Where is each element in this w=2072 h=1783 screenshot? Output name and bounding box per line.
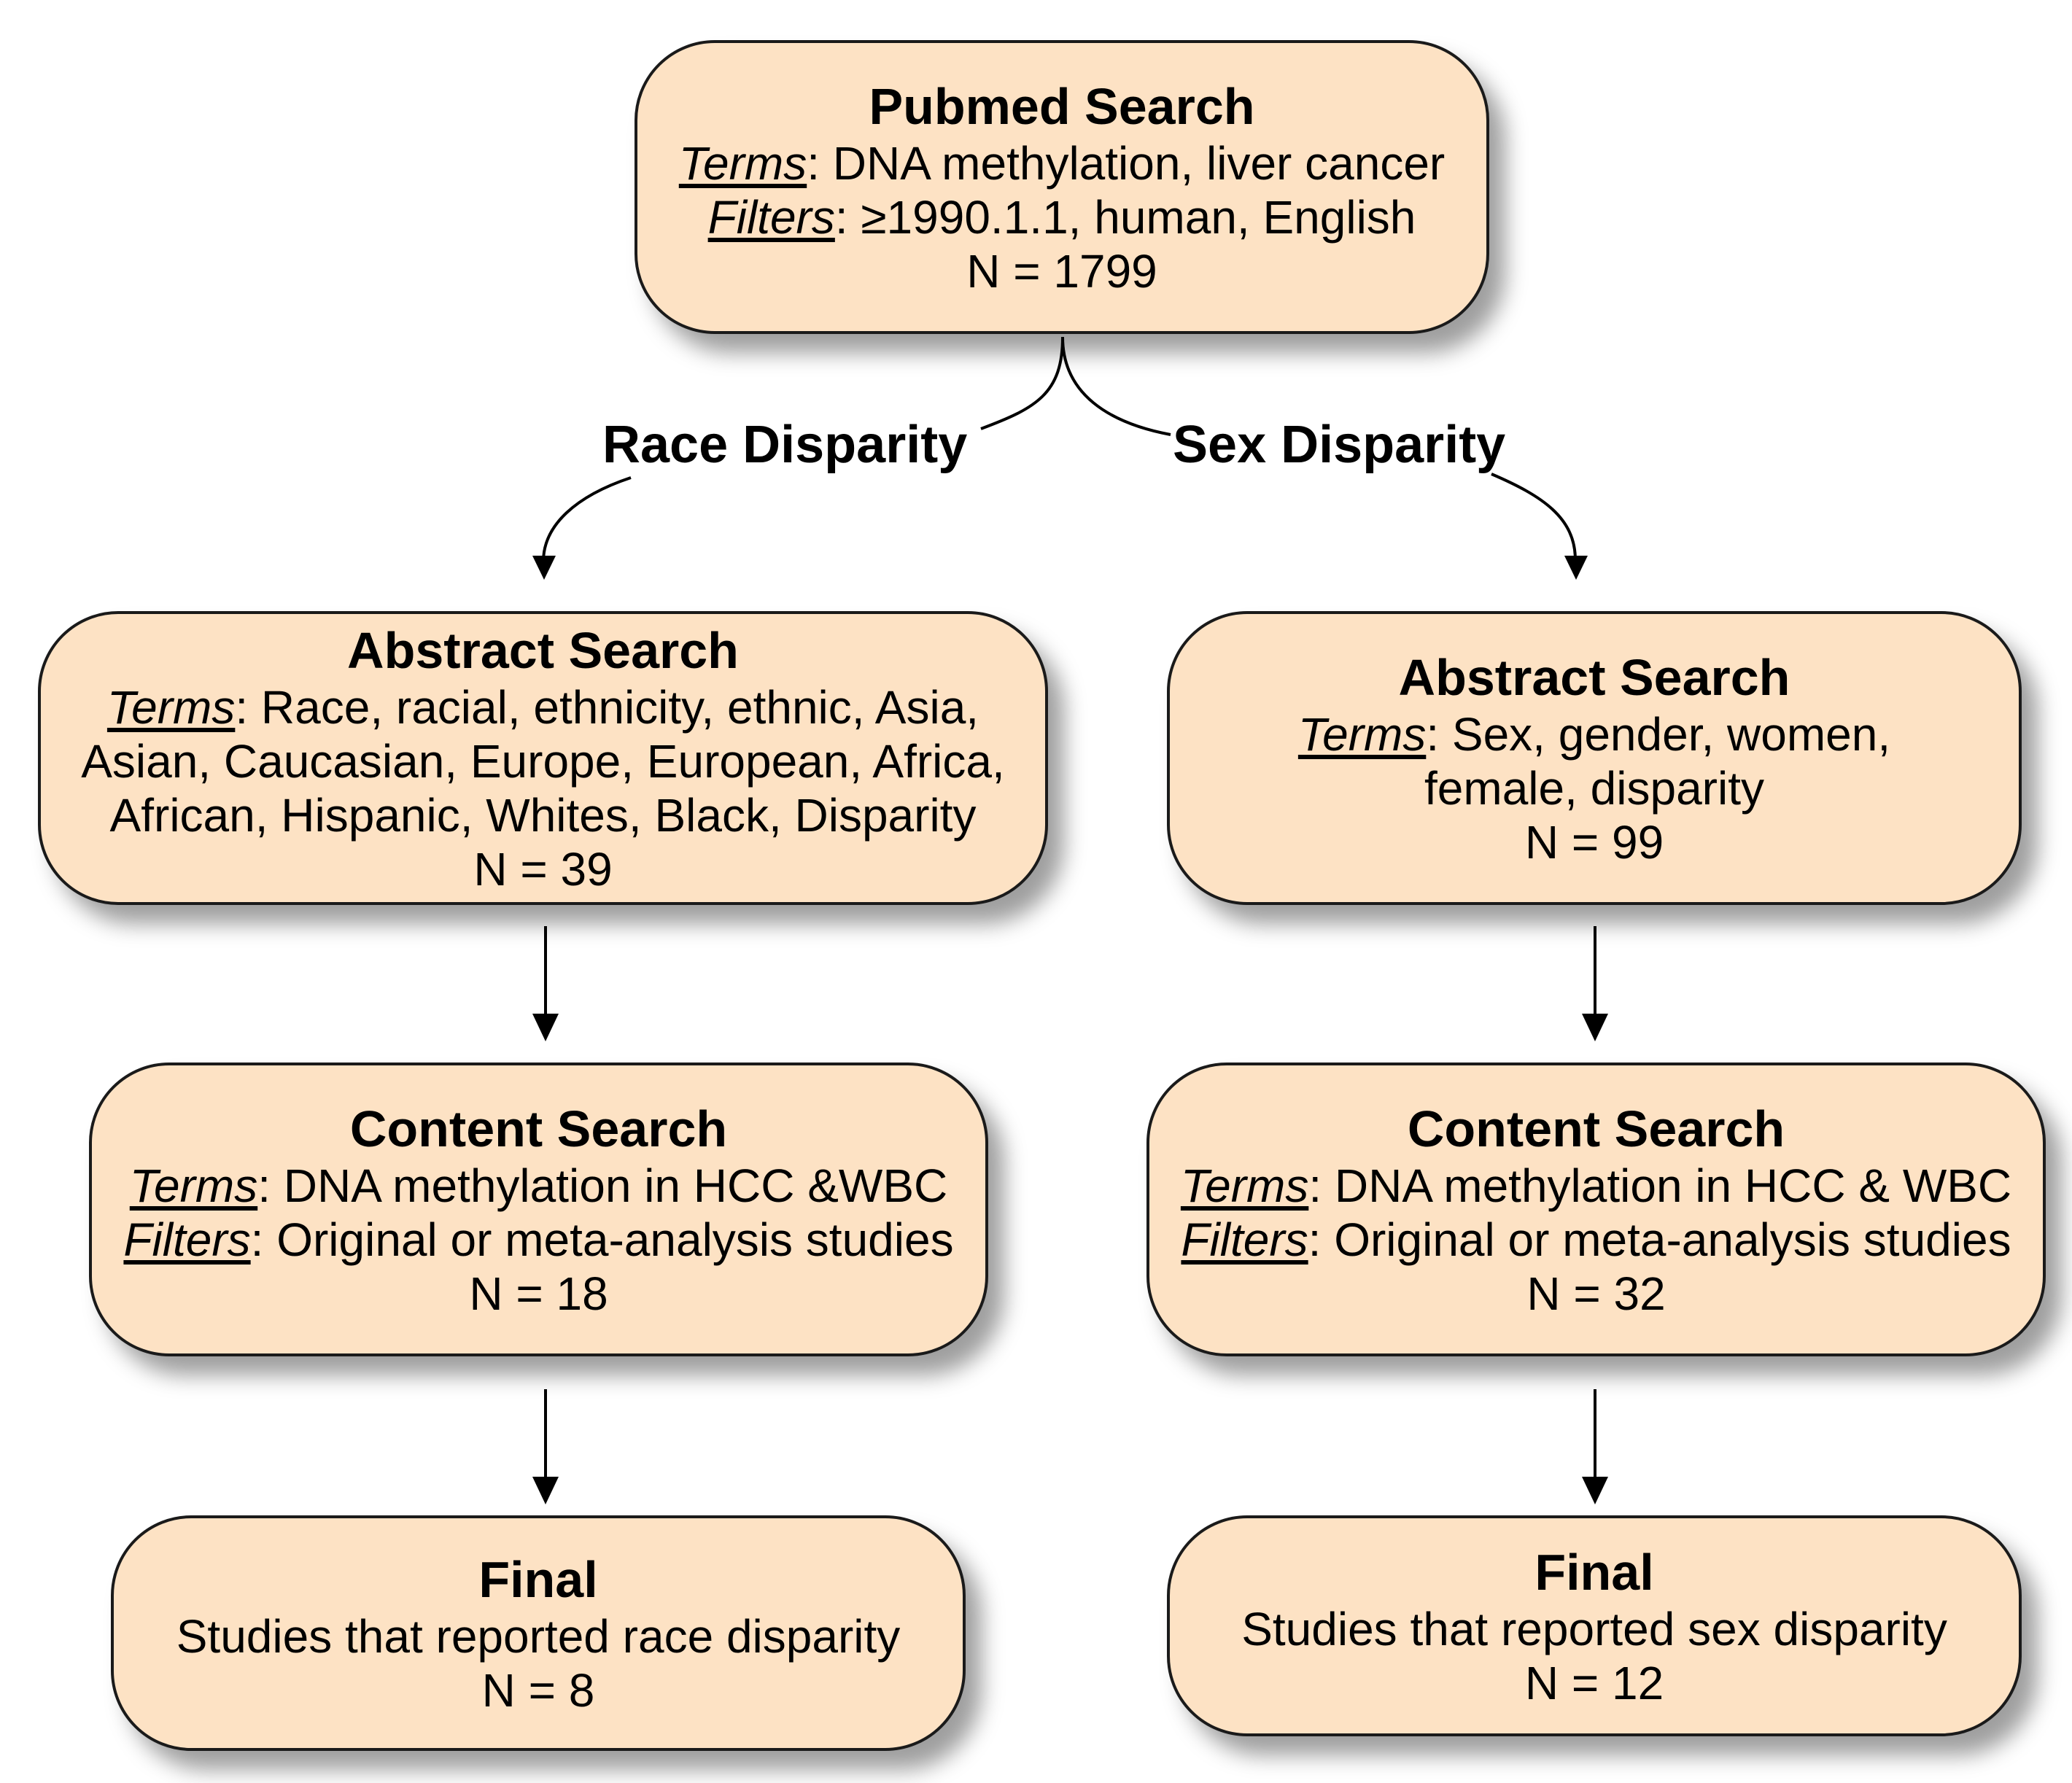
sex-abstract-terms-key: Terms: [1297, 707, 1427, 761]
race-final-description: Studies that reported race disparity: [176, 1609, 901, 1663]
race-content-search-box: Content Search Terms: DNA methylation in…: [89, 1063, 988, 1356]
connector-split-right: [1061, 336, 1171, 436]
pubmed-terms-value: : DNA methylation, liver cancer: [807, 136, 1446, 190]
sex-abstract-terms-line1: Terms: Sex, gender, women,: [1298, 707, 1890, 761]
arrowhead-sex-abstract: [1564, 556, 1588, 580]
race-content-filters-key: Filters: [123, 1213, 251, 1266]
race-content-filters-line: Filters: Original or meta-analysis studi…: [123, 1213, 953, 1267]
race-content-title: Content Search: [349, 1100, 728, 1157]
race-abstract-terms-line1: Terms: Race, racial, ethnicity, ethnic, …: [107, 680, 979, 734]
sex-content-filters-line: Filters: Original or meta-analysis studi…: [1181, 1213, 2011, 1267]
race-content-filters-value: : Original or meta-analysis studies: [250, 1213, 954, 1266]
sex-content-search-box: Content Search Terms: DNA methylation in…: [1146, 1063, 2046, 1356]
pubmed-search-box: Pubmed Search Terms: DNA methylation, li…: [635, 40, 1489, 334]
sex-abstract-title: Abstract Search: [1398, 648, 1790, 706]
arrowhead-sex-final: [1582, 1477, 1608, 1504]
race-content-count: N = 18: [469, 1267, 608, 1320]
race-abstract-terms-value1: : Race, racial, ethnicity, ethnic, Asia,: [235, 680, 979, 734]
sex-content-terms-key: Terms: [1180, 1159, 1309, 1212]
sex-content-terms-line: Terms: DNA methylation in HCC & WBC: [1181, 1159, 2011, 1213]
sex-abstract-terms-line2: female, disparity: [1424, 761, 1764, 815]
sex-content-title: Content Search: [1407, 1100, 1785, 1157]
race-final-title: Final: [478, 1550, 598, 1608]
pubmed-filters-key: Filters: [707, 190, 835, 244]
arrowhead-race-final: [532, 1477, 559, 1504]
sex-final-box: Final Studies that reported sex disparit…: [1167, 1515, 2022, 1736]
race-abstract-count: N = 39: [473, 842, 613, 896]
sex-final-count: N = 12: [1524, 1656, 1664, 1709]
race-final-count: N = 8: [481, 1663, 595, 1717]
sex-final-title: Final: [1534, 1543, 1654, 1601]
arrowhead-sex-content: [1582, 1014, 1608, 1041]
pubmed-filters-line: Filters: ≥1990.1.1, human, English: [708, 190, 1416, 244]
race-abstract-title: Abstract Search: [347, 621, 739, 679]
sex-content-filters-key: Filters: [1181, 1213, 1308, 1266]
pubmed-terms-line: Terms: DNA methylation, liver cancer: [679, 136, 1445, 190]
pubmed-filters-value: : ≥1990.1.1, human, English: [834, 190, 1416, 244]
race-abstract-search-box: Abstract Search Terms: Race, racial, eth…: [38, 611, 1048, 905]
race-final-box: Final Studies that reported race dispari…: [111, 1515, 966, 1751]
race-abstract-terms-line2: Asian, Caucasian, Europe, European, Afri…: [81, 734, 1005, 788]
sex-final-description: Studies that reported sex disparity: [1241, 1602, 1947, 1655]
connector-split-left: [980, 336, 1064, 430]
race-content-terms-value: : DNA methylation in HCC &WBC: [257, 1159, 948, 1212]
sex-content-filters-value: : Original or meta-analysis studies: [1308, 1213, 2011, 1266]
pubmed-count: N = 1799: [966, 244, 1157, 298]
sex-content-terms-value: : DNA methylation in HCC & WBC: [1308, 1159, 2012, 1212]
connector-race-curve: [542, 476, 632, 562]
race-abstract-terms-line3: African, Hispanic, Whites, Black, Dispar…: [109, 788, 977, 842]
sex-abstract-search-box: Abstract Search Terms: Sex, gender, wome…: [1167, 611, 2022, 905]
sex-abstract-terms-value1: : Sex, gender, women,: [1426, 707, 1891, 761]
race-disparity-label: Race Disparity: [602, 416, 968, 474]
sex-content-count: N = 32: [1526, 1267, 1666, 1320]
arrowhead-race-abstract: [532, 556, 556, 580]
arrowhead-race-content: [532, 1014, 559, 1041]
race-abstract-terms-key: Terms: [106, 680, 236, 734]
race-content-terms-key: Terms: [129, 1159, 258, 1212]
pubmed-search-title: Pubmed Search: [869, 77, 1255, 135]
race-content-terms-line: Terms: DNA methylation in HCC &WBC: [130, 1159, 947, 1213]
sex-abstract-count: N = 99: [1524, 815, 1664, 869]
connector-sex-curve: [1491, 473, 1577, 561]
pubmed-terms-key: Terms: [678, 136, 807, 190]
sex-disparity-label: Sex Disparity: [1173, 416, 1506, 474]
